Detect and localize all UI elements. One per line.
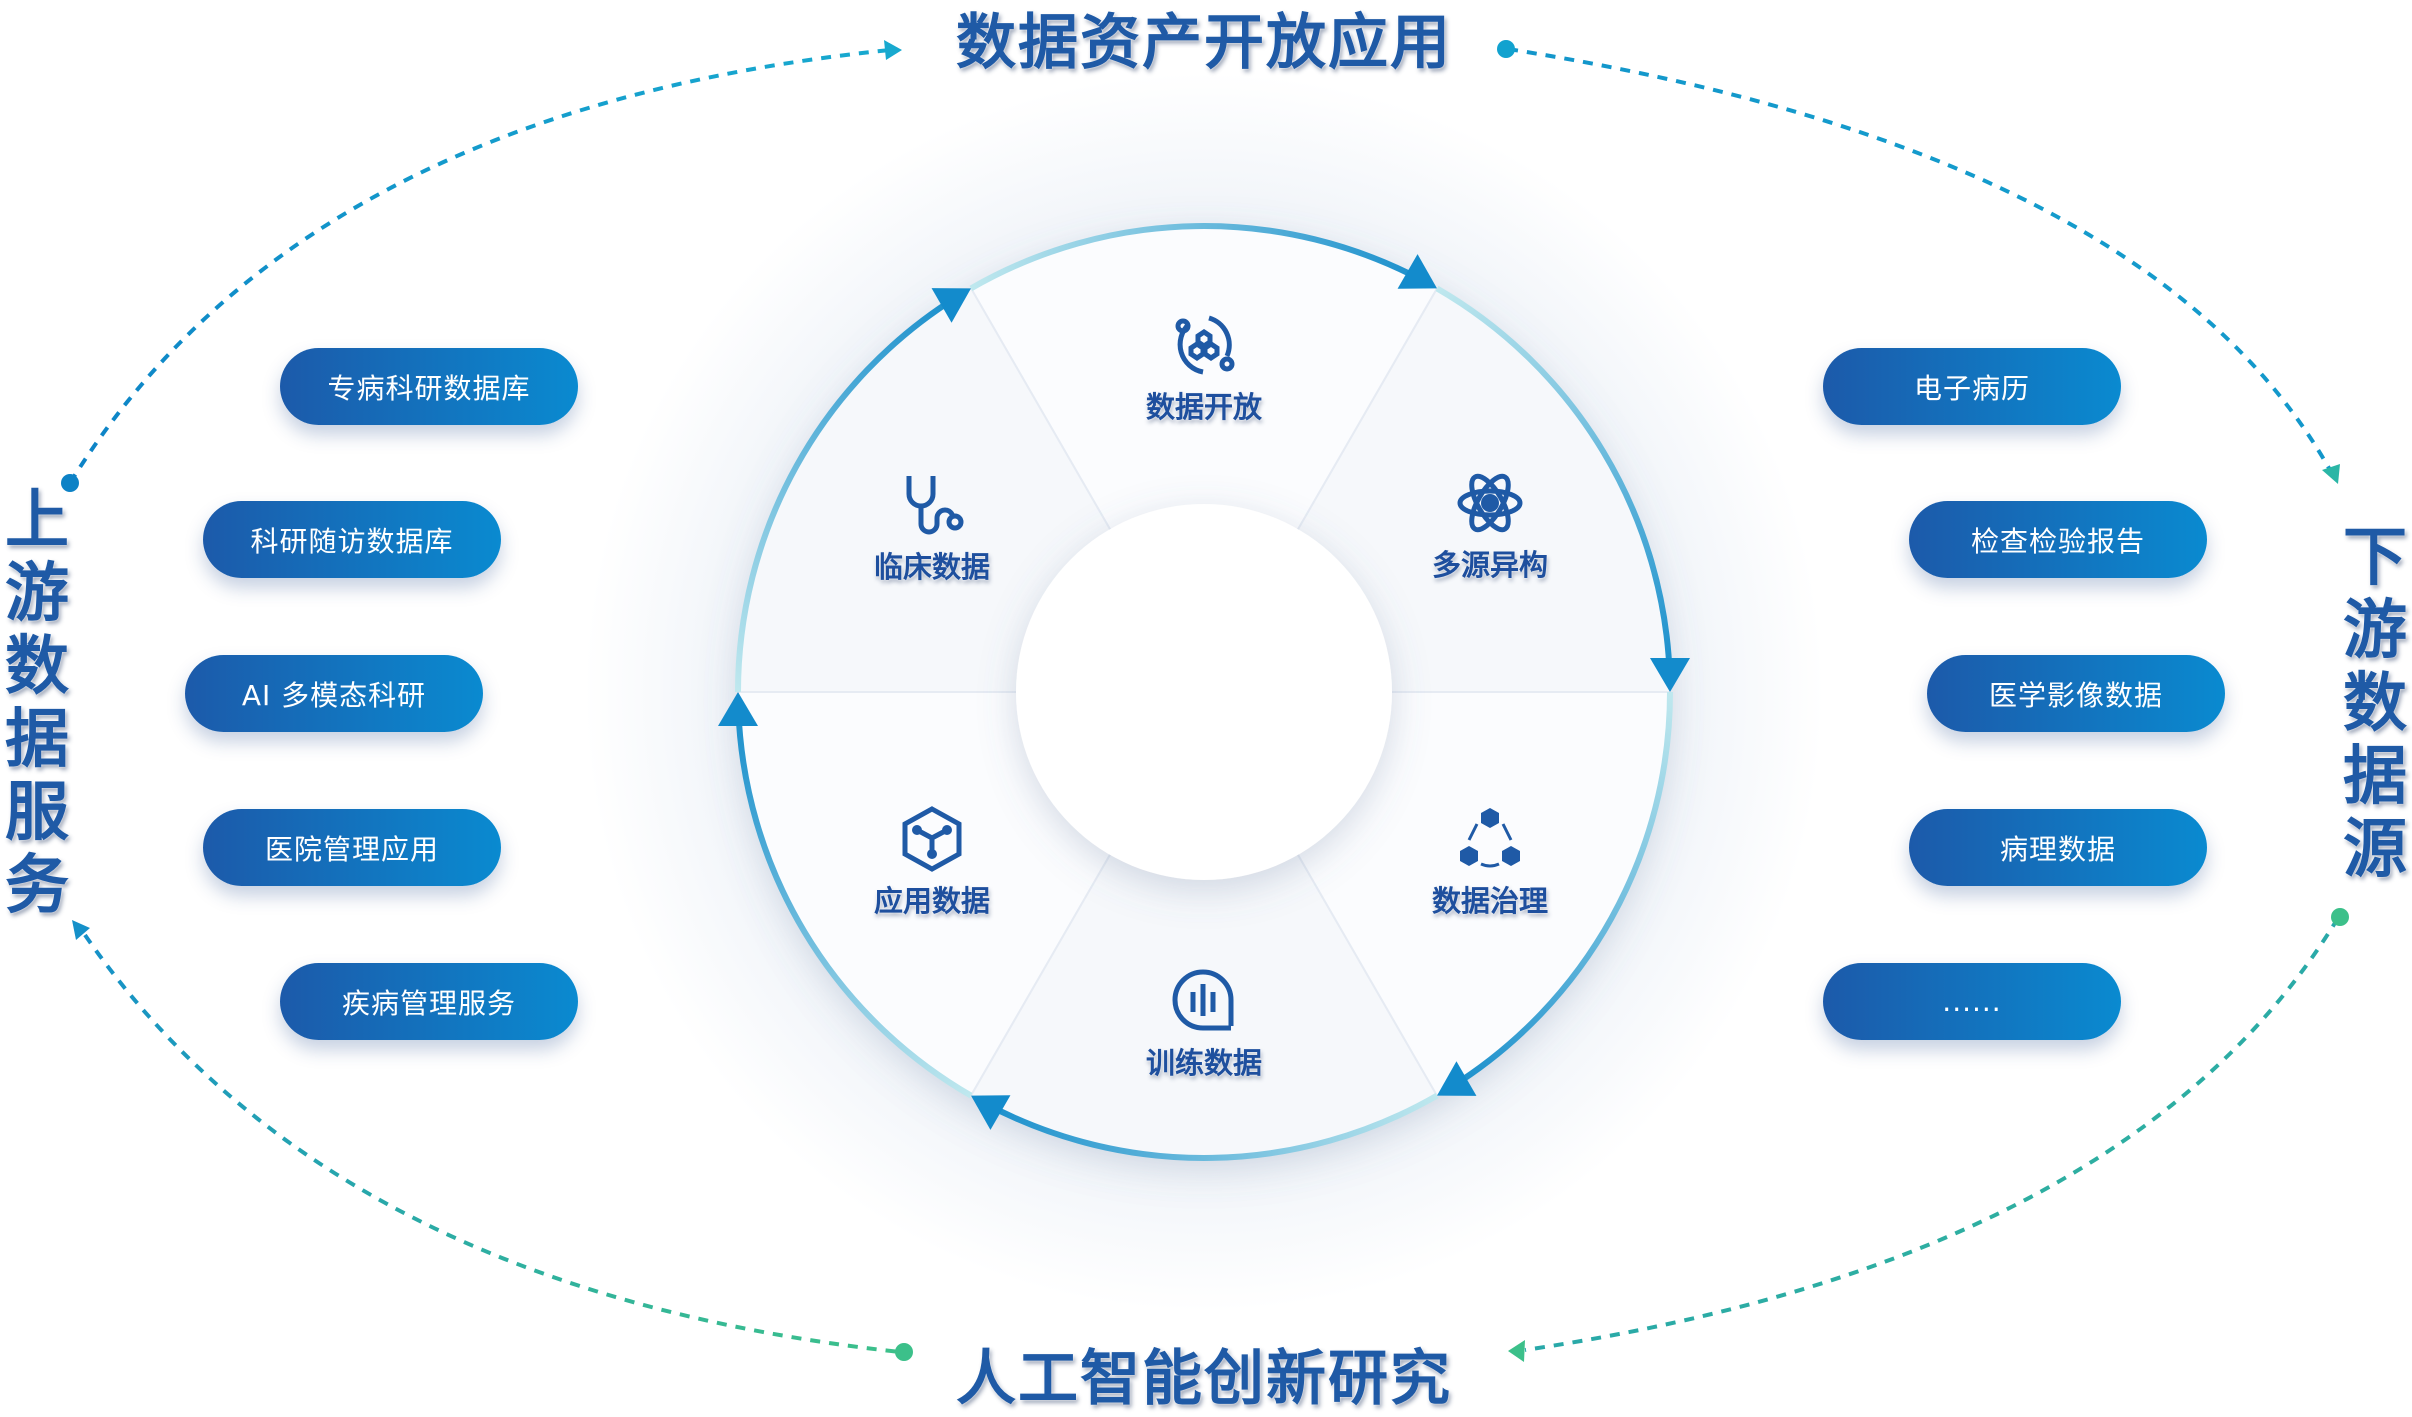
cycle-arc — [1449, 691, 1673, 1090]
right-item[interactable]: 检查检验报告 — [1909, 501, 2207, 578]
cube-icon — [902, 806, 962, 872]
connector-bottom-right — [1524, 916, 2340, 1352]
data-open-icon — [1175, 315, 1235, 375]
right-item[interactable]: ...... — [1823, 963, 2121, 1040]
segment-data-open: 数据开放 — [1104, 312, 1304, 426]
connector-dot — [1497, 40, 1515, 58]
connector-top-right — [1507, 47, 2332, 471]
arrow-icon — [971, 1095, 1011, 1130]
arrow-icon — [72, 920, 90, 940]
segment-label: 多源异构 — [1431, 548, 1548, 582]
title-left: 上游数据服务 — [5, 484, 69, 923]
title-top: 数据资产开放应用 — [956, 8, 1452, 78]
connector-top-left — [68, 48, 891, 485]
segment-application: 应用数据 — [832, 806, 1032, 920]
segment-label: 训练数据 — [1145, 1046, 1262, 1080]
segment-label: 临床数据 — [873, 550, 990, 584]
connector-dot — [895, 1343, 913, 1361]
arrow-icon — [884, 40, 902, 60]
left-item[interactable]: AI 多模态科研 — [185, 655, 483, 732]
right-item[interactable]: 医学影像数据 — [1927, 655, 2225, 732]
arrow-icon — [1437, 1061, 1477, 1096]
bar-chart-bubble-icon — [1172, 969, 1234, 1031]
title-bottom: 人工智能创新研究 — [956, 1344, 1452, 1414]
right-item[interactable]: 病理数据 — [1909, 809, 2207, 886]
segment-label: 数据治理 — [1431, 884, 1548, 918]
cycle-arc — [1435, 285, 1673, 676]
cycle-arc — [969, 223, 1425, 292]
stethoscope-icon — [906, 476, 964, 535]
cycle-arc — [983, 1092, 1439, 1161]
segment-clinical: 临床数据 — [832, 472, 1032, 586]
segment-label: 应用数据 — [873, 884, 990, 918]
arrow-icon — [1650, 658, 1690, 692]
segment-training: 训练数据 — [1104, 968, 1304, 1082]
segment-multi-source: 多源异构 — [1390, 470, 1590, 584]
left-item[interactable]: 科研随访数据库 — [203, 501, 501, 578]
hexagon-cycle-icon — [1460, 808, 1520, 868]
center-circle — [1016, 504, 1392, 880]
segment-governance: 数据治理 — [1390, 806, 1590, 920]
cycle-arc — [735, 294, 959, 693]
connector-bottom-left — [83, 933, 901, 1354]
cycle-arc — [735, 708, 973, 1099]
left-item[interactable]: 专病科研数据库 — [280, 348, 578, 425]
arrow-icon — [718, 692, 758, 726]
arrow-icon — [2322, 464, 2340, 484]
title-right: 下游数据源 — [2343, 521, 2407, 887]
left-item[interactable]: 医院管理应用 — [203, 809, 501, 886]
connector-dot — [2331, 908, 2349, 926]
left-item[interactable]: 疾病管理服务 — [280, 963, 578, 1040]
atom-icon — [1457, 473, 1523, 533]
arrow-icon — [1397, 254, 1437, 289]
connector-dot — [61, 474, 79, 492]
right-item[interactable]: 电子病历 — [1823, 348, 2121, 425]
arrow-icon — [931, 288, 971, 323]
arrow-icon — [1508, 1340, 1525, 1362]
segment-label: 数据开放 — [1145, 390, 1262, 424]
